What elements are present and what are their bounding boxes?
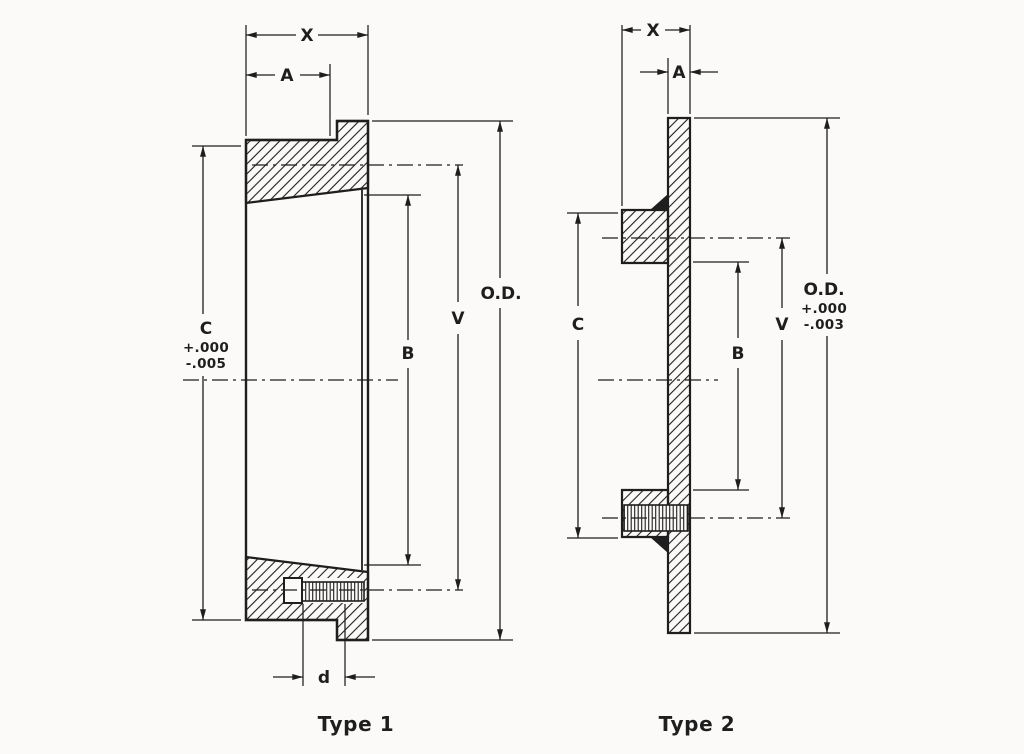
type2-dim-a: A — [640, 61, 718, 83]
type1-top-flange-section — [244, 119, 370, 205]
type2-dim-x-label: X — [646, 21, 659, 41]
type2-dim-od-tolerance-plus: +.000 — [801, 301, 847, 317]
type1-dim-d: d — [273, 668, 375, 688]
type2-figure: X A C B V O.D — [567, 21, 847, 736]
type2-bottom-fillet — [650, 537, 668, 553]
type2-dim-a-label: A — [672, 63, 686, 83]
type2-dim-od-tolerance-minus: -.003 — [804, 317, 844, 333]
type1-dim-c-tolerance-plus: +.000 — [183, 340, 229, 356]
type1-dim-b: B — [402, 195, 415, 565]
type1-dim-b-label: B — [402, 344, 415, 364]
type2-dim-v: V — [775, 238, 789, 518]
type1-dim-v: V — [451, 165, 465, 590]
type1-figure: X A C +.000 -.005 B V — [183, 25, 522, 736]
type1-dim-x: X — [246, 26, 368, 46]
type2-dim-od-label: O.D. — [803, 280, 844, 300]
type2-dim-c: C — [572, 213, 584, 538]
type1-dim-c: C +.000 -.005 — [183, 146, 229, 620]
type1-caption: Type 1 — [318, 712, 395, 736]
type1-dim-c-label: C — [200, 319, 212, 339]
type2-web-plate-section — [666, 116, 692, 635]
type1-dim-od: O.D. — [480, 121, 522, 640]
type2-dim-b: B — [732, 262, 745, 490]
type1-dim-a-label: A — [280, 66, 294, 86]
type2-dim-b-label: B — [732, 344, 745, 364]
type1-dim-d-label: d — [318, 668, 330, 688]
type2-dim-c-label: C — [572, 315, 584, 335]
type2-caption: Type 2 — [659, 712, 736, 736]
type2-dim-x: X — [622, 21, 690, 41]
type1-dim-od-label: O.D. — [480, 284, 521, 304]
type1-dim-x-label: X — [300, 26, 313, 46]
type1-dim-v-label: V — [451, 309, 465, 329]
type1-dim-a: A — [246, 66, 330, 86]
type2-top-hub-section — [620, 208, 670, 265]
type2-dim-od: O.D. +.000 -.003 — [801, 118, 847, 633]
set-screw-threads — [301, 581, 365, 602]
type1-dim-c-tolerance-minus: -.005 — [186, 356, 226, 372]
type2-dim-v-label: V — [775, 315, 789, 335]
label-underlay — [671, 61, 687, 80]
type2-top-fillet — [650, 194, 668, 210]
